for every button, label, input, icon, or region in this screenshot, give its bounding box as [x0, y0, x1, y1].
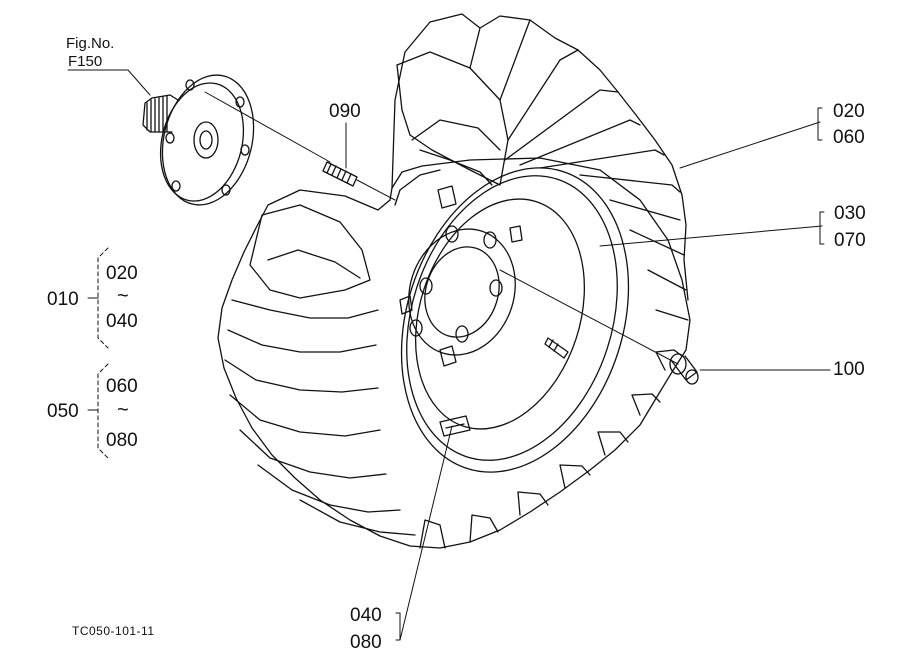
group-010-to: 040 [106, 311, 138, 332]
group-010-from: 020 [106, 263, 138, 284]
callout-070: 070 [834, 230, 866, 251]
axle-hub-icon [142, 74, 255, 206]
drawing-code: TC050-101-11 [72, 624, 155, 638]
group-050-to: 080 [106, 430, 138, 451]
wheel-nut-icon [669, 353, 699, 385]
callout-080: 080 [350, 632, 382, 653]
callout-030: 030 [834, 203, 866, 224]
callout-020: 020 [833, 101, 865, 122]
group-050-sep: ~ [117, 399, 129, 421]
group-010-sep: ~ [117, 285, 129, 307]
group-010-code: 010 [47, 289, 79, 310]
wheel-rim-icon [394, 167, 630, 473]
fig-no-value: F150 [68, 53, 103, 70]
group-050-code: 050 [47, 401, 79, 422]
callout-040: 040 [350, 605, 382, 626]
fig-no-label: Fig.No. [66, 35, 115, 52]
callout-060: 060 [833, 127, 865, 148]
wheel-stud-icon [322, 161, 358, 187]
valve-stem-icon [544, 337, 569, 359]
group-050-from: 060 [106, 376, 138, 397]
leader-lines [67, 69, 831, 641]
callout-100: 100 [833, 359, 865, 380]
tractor-tire-icon [217, 13, 691, 549]
callout-090: 090 [329, 101, 361, 122]
